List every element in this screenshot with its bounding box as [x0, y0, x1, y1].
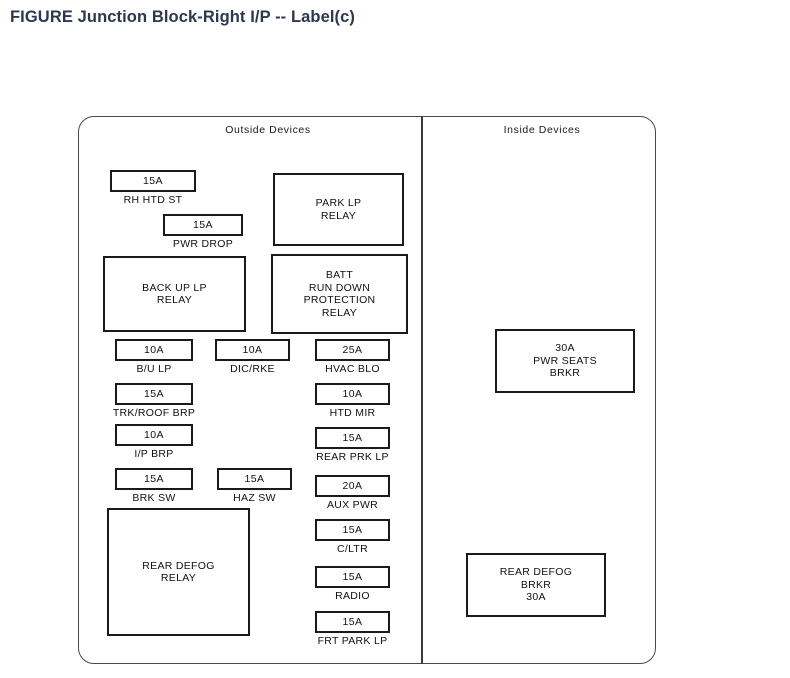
pwr-seats-brkr-text: 30A PWR SEATS BRKR: [533, 342, 597, 380]
htd-mir-caption: HTD MIR: [329, 407, 376, 419]
bu-lp-text: 10A: [144, 343, 164, 356]
dic-rke-caption: DIC/RKE: [230, 363, 275, 375]
hvac-blo-text: 25A: [342, 343, 363, 356]
rear-prk-lp-text: 15A: [342, 431, 363, 444]
c-ltr-caption: C/LTR: [336, 543, 369, 555]
section-header-inside-devices: Inside Devices: [503, 124, 581, 136]
fuse-rear-prk-lp[interactable]: 15A: [315, 427, 390, 449]
page-title: FIGURE Junction Block-Right I/P -- Label…: [10, 8, 356, 26]
relay-park-lp-relay[interactable]: PARK LP RELAY: [273, 173, 404, 246]
fuse-dic-rke[interactable]: 10A: [215, 339, 290, 361]
bu-lp-caption: B/U LP: [136, 363, 172, 375]
batt-run-down-relay-text: BATT RUN DOWN PROTECTION RELAY: [303, 269, 376, 319]
fuse-trk-roof-brp[interactable]: 15A: [115, 383, 193, 405]
c-ltr-text: 15A: [342, 523, 363, 536]
fuse-ip-brp[interactable]: 10A: [115, 424, 193, 446]
frt-park-lp-caption: FRT PARK LP: [317, 635, 388, 647]
rear-prk-lp-caption: REAR PRK LP: [316, 451, 389, 463]
fuse-htd-mir[interactable]: 10A: [315, 383, 390, 405]
fuse-radio[interactable]: 15A: [315, 566, 390, 588]
pwr-drop-caption: PWR DROP: [172, 238, 234, 250]
ip-brp-text: 10A: [144, 428, 164, 441]
haz-sw-caption: HAZ SW: [233, 492, 276, 504]
fuse-brk-sw[interactable]: 15A: [115, 468, 193, 490]
haz-sw-text: 15A: [244, 472, 265, 485]
aux-pwr-text: 20A: [342, 479, 363, 492]
rear-defog-relay-text: REAR DEFOG RELAY: [142, 559, 215, 585]
panel-divider: [421, 116, 423, 664]
fuse-haz-sw[interactable]: 15A: [217, 468, 292, 490]
brk-sw-text: 15A: [144, 472, 164, 485]
rh-htd-st-text: 15A: [143, 174, 163, 187]
trk-roof-brp-caption: TRK/ROOF BRP: [112, 407, 196, 419]
pwr-drop-text: 15A: [193, 218, 213, 231]
fuse-aux-pwr[interactable]: 20A: [315, 475, 390, 497]
ip-brp-caption: I/P BRP: [134, 448, 174, 460]
breaker-pwr-seats-brkr[interactable]: 30A PWR SEATS BRKR: [495, 329, 635, 393]
park-lp-relay-text: PARK LP RELAY: [315, 197, 362, 222]
back-up-lp-relay-text: BACK UP LP RELAY: [142, 281, 207, 307]
section-header-outside-devices: Outside Devices: [225, 124, 311, 136]
fuse-frt-park-lp[interactable]: 15A: [315, 611, 390, 633]
relay-batt-run-down-relay[interactable]: BATT RUN DOWN PROTECTION RELAY: [271, 254, 408, 334]
brk-sw-caption: BRK SW: [132, 492, 176, 504]
aux-pwr-caption: AUX PWR: [326, 499, 379, 511]
relay-back-up-lp-relay[interactable]: BACK UP LP RELAY: [103, 256, 246, 332]
dic-rke-text: 10A: [242, 343, 263, 356]
rh-htd-st-caption: RH HTD ST: [123, 194, 183, 206]
fuse-hvac-blo[interactable]: 25A: [315, 339, 390, 361]
trk-roof-brp-text: 15A: [144, 387, 164, 400]
radio-text: 15A: [342, 570, 363, 583]
relay-rear-defog-relay[interactable]: REAR DEFOG RELAY: [107, 508, 250, 636]
fuse-rh-htd-st[interactable]: 15A: [110, 170, 196, 192]
fuse-c-ltr[interactable]: 15A: [315, 519, 390, 541]
hvac-blo-caption: HVAC BLO: [325, 363, 380, 375]
fuse-pwr-drop[interactable]: 15A: [163, 214, 243, 236]
htd-mir-text: 10A: [342, 387, 363, 400]
radio-caption: RADIO: [335, 590, 370, 602]
rear-defog-brkr-text: REAR DEFOG BRKR 30A: [499, 566, 573, 604]
frt-park-lp-text: 15A: [342, 615, 363, 628]
breaker-rear-defog-brkr[interactable]: REAR DEFOG BRKR 30A: [466, 553, 606, 617]
fuse-bu-lp[interactable]: 10A: [115, 339, 193, 361]
